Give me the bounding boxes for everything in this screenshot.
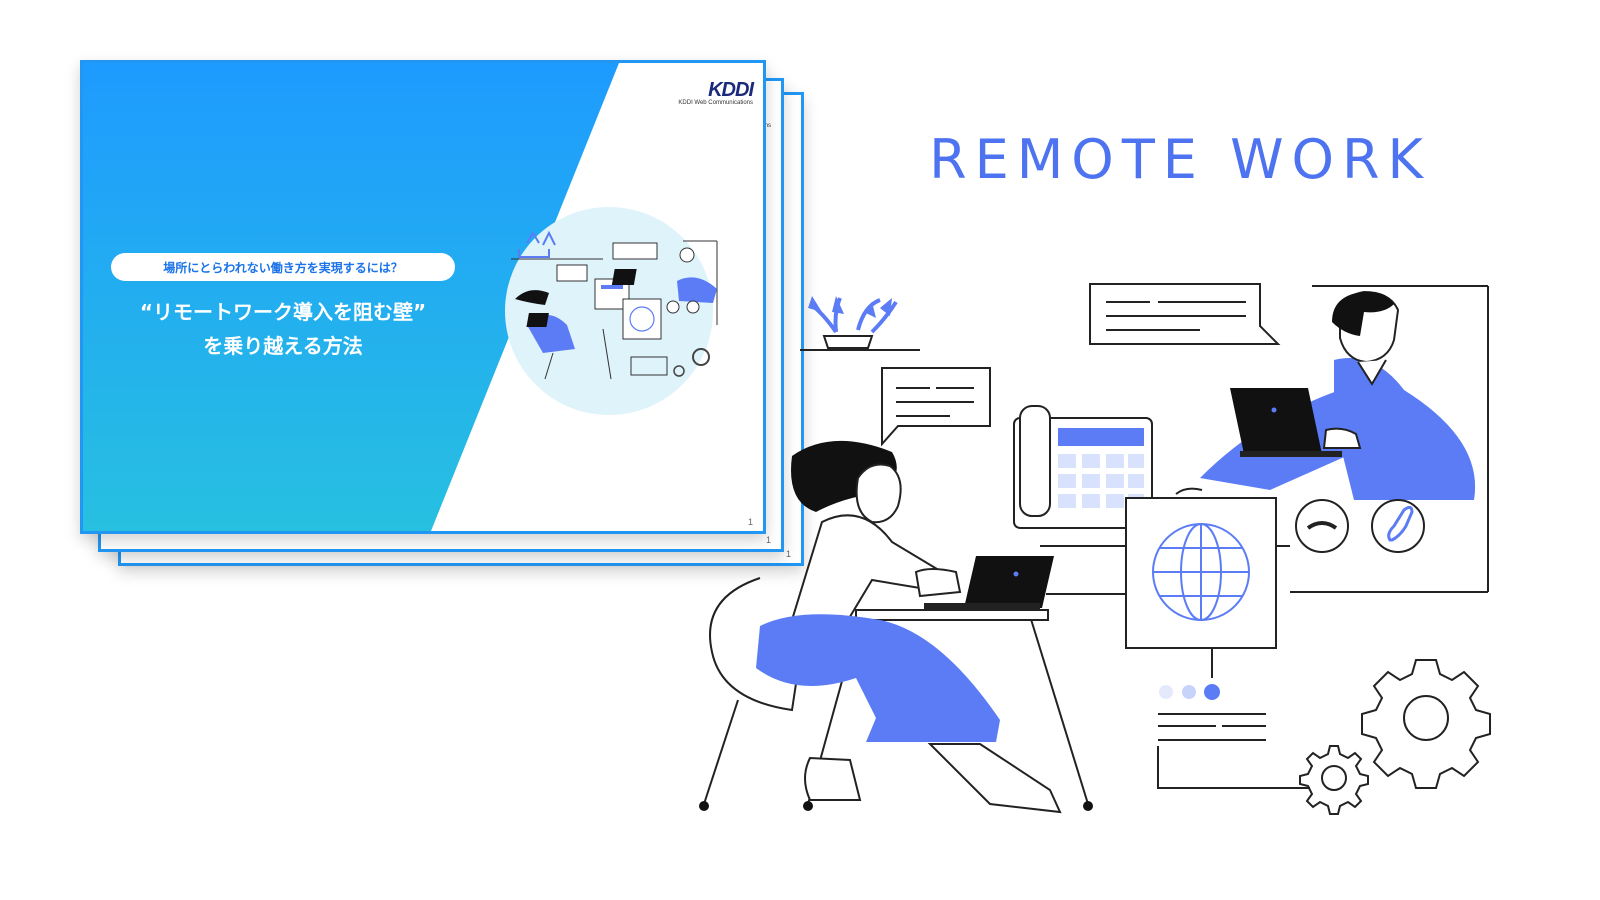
globe-icon (1046, 497, 1277, 678)
chat-bubble-icon (881, 367, 991, 447)
page-number: 1 (785, 549, 791, 559)
woman-figure (699, 440, 1093, 814)
phone-icon (1371, 499, 1425, 553)
document-cover-page: KDDI KDDI Web Communications 場所にとらわれない働き… (80, 60, 766, 534)
progress-dots-icon (1157, 684, 1310, 789)
plant-icon (800, 296, 920, 351)
hang-up-icon (1295, 499, 1349, 553)
cover-gradient-panel (83, 63, 718, 531)
cover-subheading-pill: 場所にとらわれない働き方を実現するには？ (111, 253, 455, 281)
kddi-logo-subtitle: KDDI Web Communications (678, 100, 753, 106)
man-figure (1175, 290, 1476, 500)
desk-phone-icon (1013, 405, 1153, 529)
gear-icon (1361, 659, 1491, 789)
page-number: 1 (765, 535, 771, 545)
remote-work-headline: REMOTE WORK (929, 128, 1431, 191)
cover-mini-illustration (505, 207, 718, 415)
cover-title-line-2: を乗り越える方法 (203, 334, 363, 358)
page-number: 1 (747, 517, 753, 527)
cover-title-line-1: “リモートワーク導入を阻む壁” (139, 300, 427, 324)
chat-bubble-icon (1089, 283, 1281, 345)
kddi-logo: KDDI KDDI Web Communications (678, 79, 754, 106)
gear-icon (1299, 745, 1369, 815)
cover-title: “リモートワーク導入を阻む壁” を乗り越える方法 (111, 295, 455, 363)
kddi-logo-mark: KDDI (708, 79, 754, 101)
